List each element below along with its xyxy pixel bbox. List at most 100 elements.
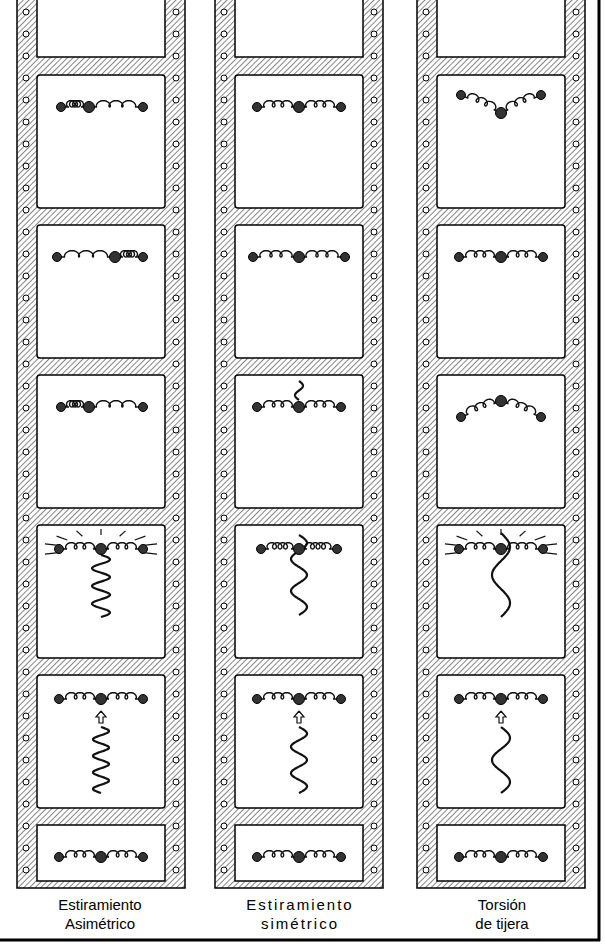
film-frame bbox=[437, 225, 565, 358]
sprocket-hole bbox=[573, 75, 579, 81]
sprocket-hole bbox=[173, 691, 179, 697]
sprocket-hole bbox=[573, 713, 579, 719]
sprocket-hole bbox=[23, 119, 29, 125]
sprocket-hole bbox=[573, 251, 579, 257]
spring-bond bbox=[461, 94, 501, 113]
film-frame bbox=[37, 375, 165, 508]
sprocket-hole bbox=[221, 119, 227, 125]
sprocket-hole bbox=[371, 625, 377, 631]
sprocket-hole bbox=[371, 251, 377, 257]
sprocket-hole bbox=[371, 405, 377, 411]
sprocket-hole bbox=[423, 735, 429, 741]
sprocket-hole bbox=[573, 823, 579, 829]
atom bbox=[455, 545, 464, 554]
sprocket-hole bbox=[221, 339, 227, 345]
atom bbox=[55, 853, 64, 862]
atom bbox=[539, 853, 548, 862]
atom bbox=[294, 852, 305, 863]
sprocket-hole bbox=[23, 581, 29, 587]
sprocket-hole bbox=[173, 757, 179, 763]
atom bbox=[337, 403, 346, 412]
sprocket-hole bbox=[573, 53, 579, 59]
film-frame bbox=[437, 525, 565, 658]
spring-bond bbox=[299, 401, 341, 407]
sprocket-hole bbox=[221, 75, 227, 81]
sprocket-hole bbox=[23, 251, 29, 257]
sprocket-hole bbox=[221, 581, 227, 587]
sprocket-hole bbox=[423, 251, 429, 257]
sprocket-hole bbox=[221, 669, 227, 675]
atom bbox=[539, 545, 548, 554]
atom bbox=[253, 853, 262, 862]
atom bbox=[253, 695, 262, 704]
sprocket-hole bbox=[371, 559, 377, 565]
sprocket-hole bbox=[221, 647, 227, 653]
sprocket-hole bbox=[23, 625, 29, 631]
sprocket-hole bbox=[423, 779, 429, 785]
up-arrow bbox=[496, 711, 506, 723]
sprocket-hole bbox=[23, 537, 29, 543]
spring-bond bbox=[59, 851, 101, 857]
atom bbox=[139, 103, 148, 112]
emission-ray bbox=[520, 531, 526, 536]
sprocket-hole bbox=[221, 757, 227, 763]
sprocket-hole bbox=[371, 603, 377, 609]
sprocket-hole bbox=[573, 97, 579, 103]
atom bbox=[457, 91, 466, 100]
photon-wave bbox=[92, 555, 110, 617]
sprocket-hole bbox=[221, 317, 227, 323]
spring-bond bbox=[299, 851, 341, 857]
sprocket-hole bbox=[371, 757, 377, 763]
film-frame bbox=[235, 225, 363, 358]
sprocket-hole bbox=[23, 669, 29, 675]
sprocket-hole bbox=[221, 97, 227, 103]
sprocket-hole bbox=[573, 691, 579, 697]
sprocket-hole bbox=[23, 185, 29, 191]
sprocket-hole bbox=[371, 471, 377, 477]
sprocket-hole bbox=[221, 229, 227, 235]
sprocket-hole bbox=[221, 251, 227, 257]
sprocket-hole bbox=[423, 845, 429, 851]
sprocket-hole bbox=[573, 515, 579, 521]
sprocket-hole bbox=[573, 229, 579, 235]
sprocket-hole bbox=[221, 537, 227, 543]
sprocket-hole bbox=[23, 97, 29, 103]
sprocket-hole bbox=[23, 163, 29, 169]
sprocket-hole bbox=[573, 427, 579, 433]
sprocket-hole bbox=[23, 31, 29, 37]
sprocket-hole bbox=[371, 295, 377, 301]
sprocket-hole bbox=[23, 867, 29, 873]
up-arrow bbox=[294, 711, 304, 723]
photon-wave bbox=[291, 535, 307, 615]
film-frame bbox=[437, 375, 565, 508]
sprocket-hole bbox=[173, 515, 179, 521]
page-border bbox=[598, 0, 601, 941]
sprocket-hole bbox=[423, 31, 429, 37]
sprocket-hole bbox=[173, 317, 179, 323]
atom bbox=[455, 853, 464, 862]
sprocket-hole bbox=[23, 603, 29, 609]
film-frame bbox=[235, 675, 363, 808]
sprocket-hole bbox=[371, 713, 377, 719]
atom bbox=[496, 396, 507, 407]
sprocket-hole bbox=[371, 669, 377, 675]
spring-bond bbox=[59, 693, 101, 699]
sprocket-hole bbox=[221, 559, 227, 565]
photon-wave bbox=[295, 381, 303, 400]
film-frame bbox=[235, 75, 363, 208]
sprocket-hole bbox=[573, 801, 579, 807]
sprocket-hole bbox=[573, 669, 579, 675]
emission-ray bbox=[500, 529, 501, 535]
sprocket-hole bbox=[23, 361, 29, 367]
sprocket-hole bbox=[573, 141, 579, 147]
atom bbox=[96, 694, 107, 705]
sprocket-hole bbox=[173, 361, 179, 367]
atom bbox=[139, 853, 148, 862]
sprocket-hole bbox=[573, 405, 579, 411]
sprocket-hole bbox=[371, 53, 377, 59]
sprocket-hole bbox=[23, 471, 29, 477]
sprocket-hole bbox=[173, 779, 179, 785]
atom bbox=[96, 852, 107, 863]
spring-bond bbox=[57, 251, 115, 257]
sprocket-hole bbox=[221, 427, 227, 433]
